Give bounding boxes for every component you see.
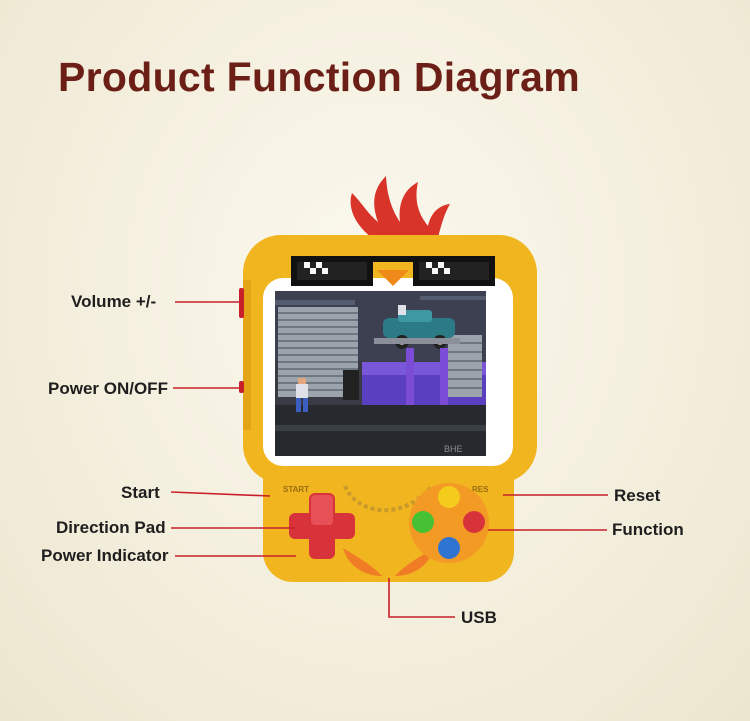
reset-label: Reset (614, 486, 661, 505)
power-button[interactable] (239, 381, 244, 393)
chain-icon (343, 484, 434, 513)
beak-icon (377, 270, 409, 286)
usb-label: USB (461, 608, 497, 627)
power-indicator-label: Power Indicator (41, 546, 169, 565)
function-label: Function (612, 520, 684, 539)
function-button[interactable] (463, 511, 485, 533)
direction-pad-label: Direction Pad (56, 518, 166, 537)
right-foot-icon (395, 548, 434, 576)
power-label: Power ON/OFF (48, 379, 168, 398)
direction-pad[interactable] (289, 493, 355, 559)
page-title: Product Function Diagram (58, 54, 581, 100)
button-cluster-base (409, 483, 489, 563)
game-screen: BHE (275, 291, 486, 456)
sunglasses-icon (291, 256, 495, 286)
start-text: START (283, 485, 309, 494)
res-text: RES (472, 485, 489, 494)
start-label: Start (121, 483, 160, 502)
volume-button[interactable] (239, 288, 244, 318)
yellow-button[interactable] (438, 486, 460, 508)
left-foot-icon (343, 548, 382, 576)
volume-label: Volume +/- (71, 292, 157, 311)
comb-icon (350, 176, 450, 244)
callout-lines (170, 301, 608, 618)
screen-brand: BHE (444, 444, 463, 454)
green-button[interactable] (412, 511, 434, 533)
blue-button[interactable] (438, 537, 460, 559)
